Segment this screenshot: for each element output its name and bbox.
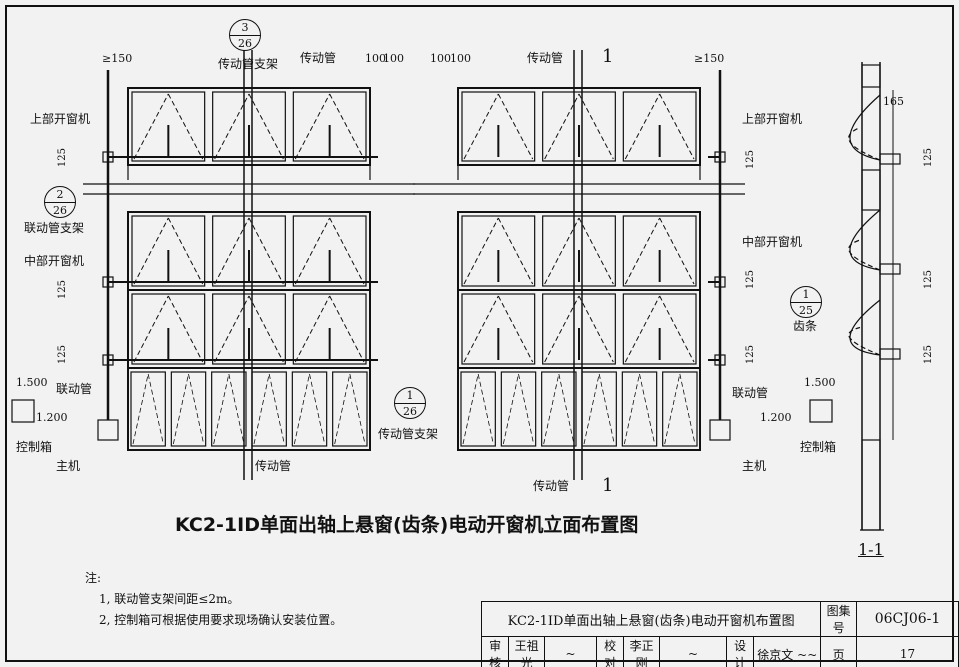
section-mark-top: 1 <box>602 46 614 67</box>
elev-1200-right: 1.200 <box>760 411 792 424</box>
label-upper-opener-left: 上部开窗机 <box>30 112 91 126</box>
dim-125: 125 <box>923 345 934 365</box>
notes-heading: 注: <box>85 571 102 585</box>
review-label: 审核 <box>480 636 510 667</box>
dim-min150-right: ≥150 <box>694 52 725 65</box>
label-linkage-support: 联动管支架 <box>24 221 85 235</box>
dim-125: 125 <box>57 280 68 300</box>
elev-1500-left: 1.500 <box>16 376 48 389</box>
design-label: 设计 <box>725 636 755 667</box>
note-item: 2, 控制箱可根据使用要求现场确认安装位置。 <box>99 613 343 627</box>
label-drive-support-top: 传动管支架 <box>218 57 279 71</box>
label-main-unit-right: 主机 <box>742 459 767 473</box>
section-mark-bottom: 1 <box>602 475 614 496</box>
page-label: 页 <box>820 636 857 667</box>
reviewer-name: 王祖光 <box>508 636 545 667</box>
reviewer-signature: ~ <box>543 636 597 667</box>
label-control-box-left: 控制箱 <box>16 440 53 454</box>
dim-100a-left: 100 <box>365 52 386 65</box>
dim-100b-right: 100 <box>450 52 471 65</box>
title-block: KC2-1ID单面出轴上悬窗(齿条)电动开窗机布置图 图集号 06CJ06-1 … <box>480 601 959 667</box>
label-rack: 齿条 <box>793 319 818 333</box>
label-linkage-pipe-right: 联动管 <box>732 386 769 400</box>
atlas-label: 图集号 <box>820 601 857 637</box>
title-block-title: KC2-1ID单面出轴上悬窗(齿条)电动开窗机布置图 <box>480 601 822 637</box>
dim-125: 125 <box>57 345 68 365</box>
notes: 注: 1, 联动管支架间距≤2m。 2, 控制箱可根据使用要求现场确认安装位置。 <box>85 568 342 631</box>
atlas-number: 06CJ06-1 <box>856 601 959 637</box>
dim-100b-left: 100 <box>383 52 404 65</box>
label-middle-opener-right: 中部开窗机 <box>742 235 803 249</box>
label-linkage-pipe-left: 联动管 <box>56 382 93 396</box>
label-middle-opener-left: 中部开窗机 <box>24 254 85 268</box>
label-drive-pipe-bottom-left: 传动管 <box>255 459 292 473</box>
dim-165: 165 <box>883 95 904 108</box>
checker-name: 李正刚 <box>623 636 660 667</box>
dim-100a-right: 100 <box>430 52 451 65</box>
dim-125: 125 <box>923 148 934 168</box>
checker-signature: ~ <box>658 636 727 667</box>
label-control-box-right: 控制箱 <box>800 440 837 454</box>
dim-125: 125 <box>745 270 756 290</box>
label-drive-pipe-bottom-right: 传动管 <box>533 479 570 493</box>
dim-125: 125 <box>745 150 756 170</box>
label-drive-pipe-top-left: 传动管 <box>300 51 337 65</box>
dim-125: 125 <box>923 270 934 290</box>
note-item: 1, 联动管支架间距≤2m。 <box>99 592 240 606</box>
elev-1500-right: 1.500 <box>804 376 836 389</box>
page-number: 17 <box>856 636 959 667</box>
elev-1200-left: 1.200 <box>36 411 68 424</box>
label-upper-opener-right: 上部开窗机 <box>742 112 803 126</box>
label-drive-support-mid: 传动管支架 <box>378 427 439 441</box>
dim-125: 125 <box>57 148 68 168</box>
dim-min150-left: ≥150 <box>102 52 133 65</box>
section-label: 1-1 <box>858 540 884 559</box>
check-label: 校对 <box>595 636 625 667</box>
label-main-unit-left: 主机 <box>56 459 81 473</box>
label-drive-pipe-top-right: 传动管 <box>527 51 564 65</box>
designer-name: 徐京文 ~~ <box>753 636 822 667</box>
dim-125: 125 <box>745 345 756 365</box>
drawing-title: KC2-1ID单面出轴上悬窗(齿条)电动开窗机立面布置图 <box>175 514 639 536</box>
